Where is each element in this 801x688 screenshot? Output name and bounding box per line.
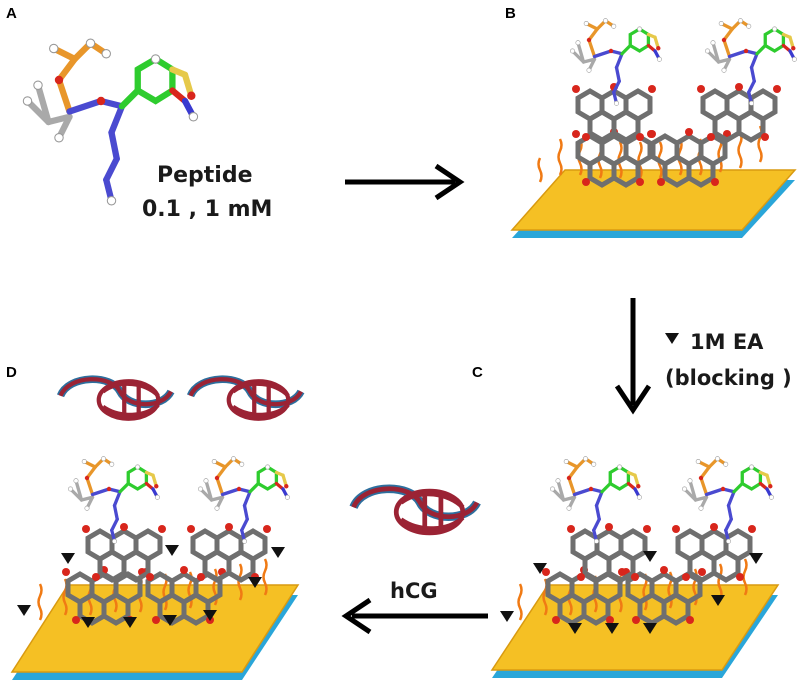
hcg-protein [354,489,478,533]
blocking-note-label: (blocking ) [665,366,792,390]
surface-b [510,83,797,238]
peptide-molecule-d2 [196,454,292,546]
arrow-a-to-b [345,163,465,201]
concentration-label: 0.1 , 1 mM [142,197,272,222]
panel-d-label: D [6,364,17,381]
peptide-label: Peptide [157,163,253,188]
bound-hcg-protein-2 [191,379,302,418]
surface-c [490,523,780,678]
arrow-c-to-d [341,597,488,635]
arrow-b-to-c [614,298,652,415]
panel-b-label: B [505,5,516,22]
bound-hcg-protein-1 [61,379,172,418]
peptide-molecule-c1 [548,454,644,546]
blocking-agent-label: 1M EA [690,330,764,354]
panel-c-label: C [472,364,483,381]
surface-d [10,523,300,680]
peptide-molecule-c2 [680,454,776,546]
blocker-legend-icon [665,333,679,344]
hcg-label: hCG [390,579,438,603]
panel-a-label: A [6,5,17,22]
